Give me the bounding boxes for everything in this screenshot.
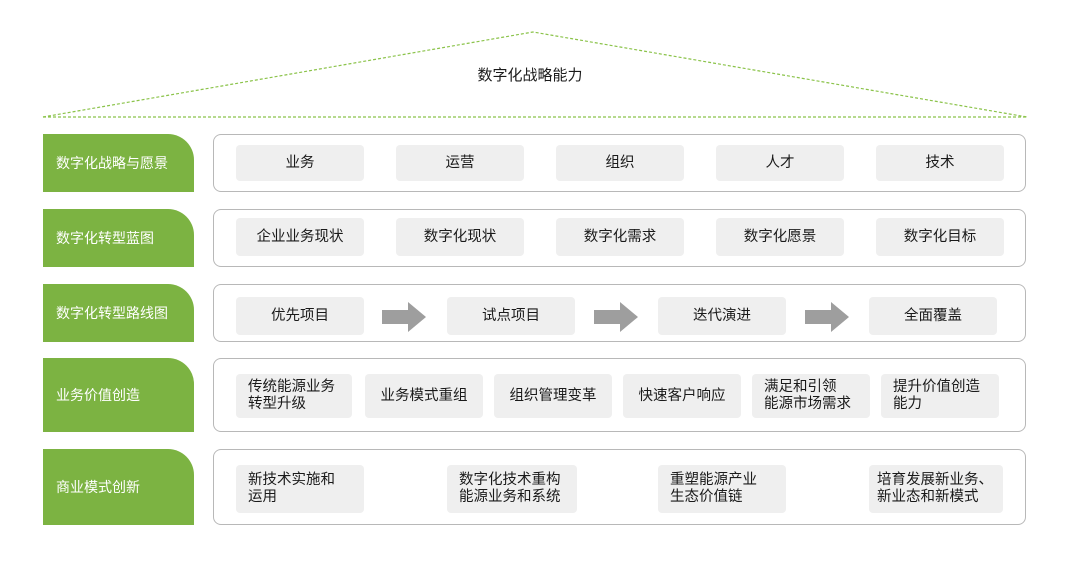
arrow-right-icon — [594, 302, 638, 332]
item-digital-tech-reconstruct: 数字化技术重构 能源业务和系统 — [447, 465, 577, 513]
item-digital-status: 数字化现状 — [396, 218, 524, 256]
item-iterative-evolution: 迭代演进 — [658, 297, 786, 335]
row-label-blueprint: 数字化转型蓝图 — [43, 209, 194, 267]
item-pilot-projects: 试点项目 — [447, 297, 575, 335]
item-org-management-change: 组织管理变革 — [494, 374, 612, 418]
item-business-status: 企业业务现状 — [236, 218, 364, 256]
item-business: 业务 — [236, 145, 364, 181]
item-rapid-customer-response: 快速客户响应 — [623, 374, 741, 418]
row-label-business-value: 业务价值创造 — [43, 358, 194, 432]
roof-outline — [42, 31, 1028, 118]
item-full-coverage: 全面覆盖 — [869, 297, 997, 335]
row-blueprint: 数字化转型蓝图 企业业务现状 数字化现状 数字化需求 数字化愿景 数字化目标 — [43, 209, 1027, 267]
row-business-value: 业务价值创造 传统能源业务 转型升级 业务模式重组 组织管理变革 快速客户响应 … — [43, 358, 1027, 432]
row-label-strategy-vision: 数字化战略与愿景 — [43, 134, 194, 192]
item-energy-market-demand: 满足和引领 能源市场需求 — [752, 374, 870, 418]
row-panel-strategy-vision: 业务 运营 组织 人才 技术 — [213, 134, 1026, 192]
item-new-tech-application: 新技术实施和 运用 — [236, 465, 364, 513]
row-label-business-model-innovation: 商业模式创新 — [43, 449, 194, 525]
item-traditional-energy-upgrade: 传统能源业务 转型升级 — [236, 374, 352, 418]
row-roadmap: 数字化转型路线图 优先项目 试点项目 迭代演进 全面覆盖 — [43, 284, 1027, 342]
item-technology: 技术 — [876, 145, 1004, 181]
row-label-roadmap: 数字化转型路线图 — [43, 284, 194, 342]
item-organization: 组织 — [556, 145, 684, 181]
roof-title: 数字化战略能力 — [477, 66, 583, 84]
item-digital-vision: 数字化愿景 — [716, 218, 844, 256]
arrow-right-icon — [805, 302, 849, 332]
row-panel-business-model-innovation: 新技术实施和 运用 数字化技术重构 能源业务和系统 重塑能源产业 生态价值链 培… — [213, 449, 1026, 525]
row-strategy-vision: 数字化战略与愿景 业务 运营 组织 人才 技术 — [43, 134, 1027, 192]
item-value-creation-capability: 提升价值创造 能力 — [881, 374, 999, 418]
row-business-model-innovation: 商业模式创新 新技术实施和 运用 数字化技术重构 能源业务和系统 重塑能源产业 … — [43, 449, 1027, 525]
item-business-model-restructure: 业务模式重组 — [365, 374, 483, 418]
item-talent: 人才 — [716, 145, 844, 181]
arrow-right-icon — [382, 302, 426, 332]
item-operations: 运营 — [396, 145, 524, 181]
row-panel-blueprint: 企业业务现状 数字化现状 数字化需求 数字化愿景 数字化目标 — [213, 209, 1026, 267]
item-priority-projects: 优先项目 — [236, 297, 364, 335]
item-reshape-energy-ecosystem: 重塑能源产业 生态价值链 — [658, 465, 786, 513]
row-panel-business-value: 传统能源业务 转型升级 业务模式重组 组织管理变革 快速客户响应 满足和引领 能… — [213, 358, 1026, 432]
item-digital-goals: 数字化目标 — [876, 218, 1004, 256]
item-digital-needs: 数字化需求 — [556, 218, 684, 256]
item-new-business-models: 培育发展新业务、 新业态和新模式 — [869, 465, 1003, 513]
row-panel-roadmap: 优先项目 试点项目 迭代演进 全面覆盖 — [213, 284, 1026, 342]
